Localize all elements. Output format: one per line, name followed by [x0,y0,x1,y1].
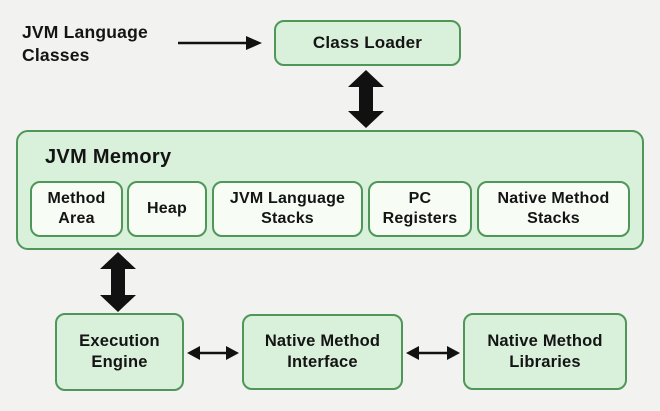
jvm-language-stacks-label: JVM Language Stacks [229,190,346,227]
class-loader-label: Class Loader [312,33,423,53]
heap-label: Heap [147,200,187,217]
heap-box: Heap [127,181,207,237]
left-right-arrow-icon [406,344,460,362]
up-down-arrow-icon [100,252,136,312]
jvm-language-classes-label: JVM Language Classes [22,21,148,67]
native-method-stacks-label: Native Method Stacks [497,190,610,227]
method-area-box: Method Area [30,181,123,237]
native-method-libraries-box: Native Method Libraries [463,313,627,390]
native-method-interface-box: Native Method Interface [242,314,403,390]
up-down-arrow-icon [348,70,384,128]
left-right-arrow-icon [187,344,239,362]
right-arrow-icon [178,35,262,51]
native-method-stacks-box: Native Method Stacks [477,181,630,237]
execution-engine-box: Execution Engine [55,313,184,391]
method-area-label: Method Area [47,190,106,227]
jvm-language-stacks-box: JVM Language Stacks [212,181,363,237]
pc-registers-box: PC Registers [368,181,472,237]
jvm-memory-title: JVM Memory [45,146,172,168]
source-label-line2: Classes [22,45,90,66]
execution-engine-label: Execution Engine [79,332,160,371]
pc-registers-label: PC Registers [382,190,458,227]
source-label-line1: JVM Language [22,22,148,42]
native-method-interface-label: Native Method Interface [264,332,381,371]
native-method-libraries-label: Native Method Libraries [487,331,603,371]
class-loader-box: Class Loader [274,20,461,66]
